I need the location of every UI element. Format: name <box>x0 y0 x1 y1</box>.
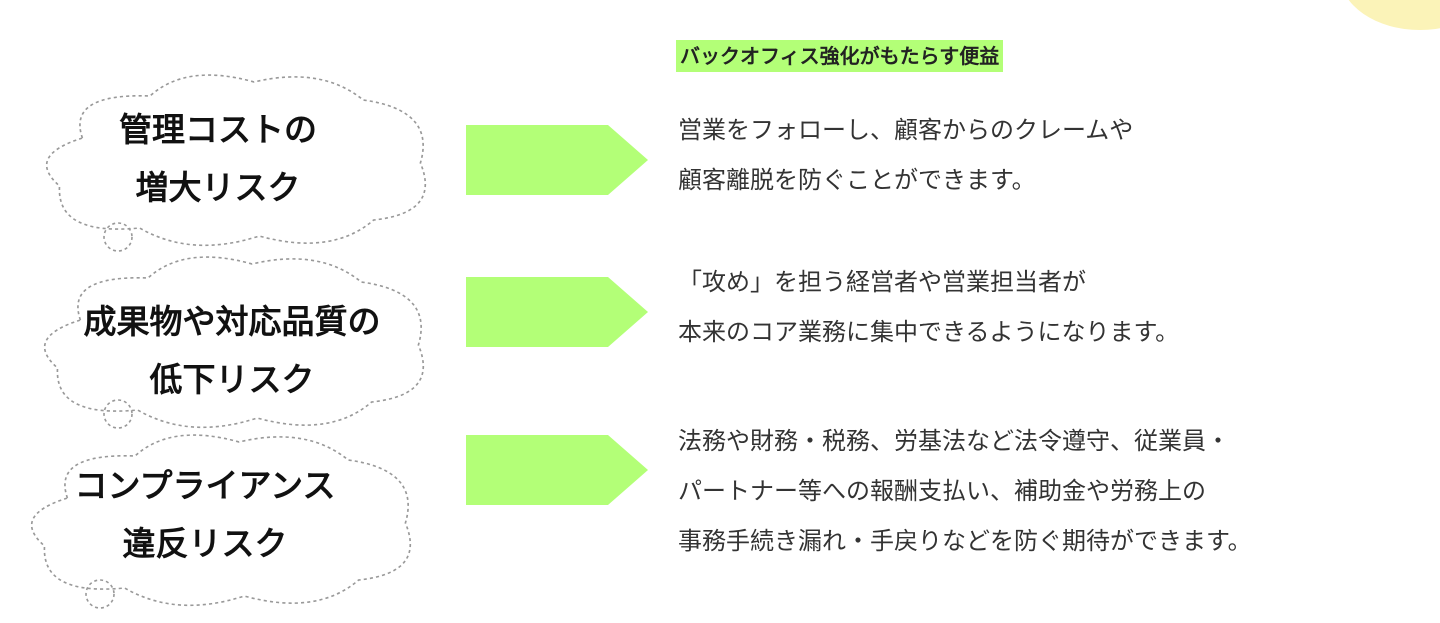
benefit-line: 法務や財務・税務、労基法など法令遵守、従業員・ <box>678 427 1230 455</box>
arrow-right-icon <box>466 435 648 505</box>
section-heading: バックオフィス強化がもたらす便益 <box>676 40 1004 72</box>
benefit-line: 顧客離脱を防ぐことができます。 <box>678 166 1036 194</box>
risk-line: 管理コストの <box>119 110 317 149</box>
cloud-bubble <box>85 579 115 609</box>
arrow-right-icon <box>466 277 648 347</box>
benefit-line: 「攻め」を担う経営者や営業担当者が <box>678 268 1086 296</box>
benefit-1: 営業をフォローし、顧客からのクレームや 顧客離脱を防ぐことができます。 <box>678 105 1133 205</box>
cloud-bubble <box>103 399 133 429</box>
corner-decoration <box>1340 0 1440 30</box>
benefit-line: 本来のコア業務に集中できるようになります。 <box>678 318 1180 346</box>
risk-1: 管理コストの 増大リスク <box>8 101 428 217</box>
benefit-2: 「攻め」を担う経営者や営業担当者が 本来のコア業務に集中できるようになります。 <box>678 257 1179 357</box>
arrow-right-icon <box>466 125 648 195</box>
risk-line: コンプライアンス <box>74 466 336 505</box>
risk-clouds <box>30 74 427 609</box>
risk-line: 低下リスク <box>149 360 315 399</box>
benefit-line: 営業をフォローし、顧客からのクレームや <box>678 116 1134 144</box>
risk-2: 成果物や対応品質の 低下リスク <box>22 293 442 409</box>
risk-line: 増大リスク <box>135 168 301 207</box>
risk-3: コンプライアンス 違反リスク <box>0 457 415 573</box>
benefit-line: パートナー等への報酬支払い、補助金や労務上の <box>678 477 1206 505</box>
risk-line: 成果物や対応品質の <box>83 302 381 341</box>
risk-line: 違反リスク <box>122 524 288 563</box>
benefit-3: 法務や財務・税務、労基法など法令遵守、従業員・ パートナー等への報酬支払い、補助… <box>678 416 1252 566</box>
benefit-line: 事務手続き漏れ・手戻りなどを防ぐ期待ができます。 <box>678 527 1252 555</box>
cloud-bubble <box>103 222 133 252</box>
